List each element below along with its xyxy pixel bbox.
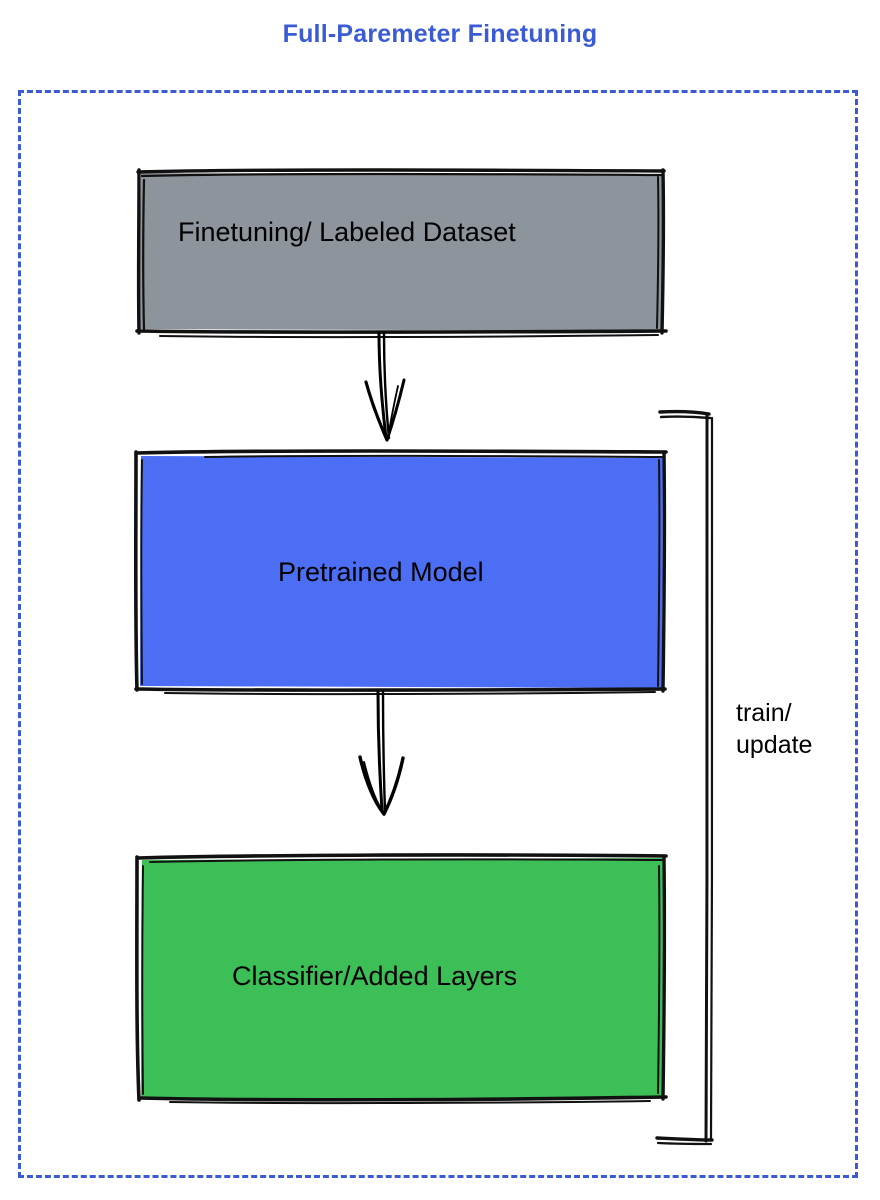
edge-feedback-label: train/ update [736,699,813,759]
edge-feedback-bracket [655,409,714,1146]
dashed-container-frame [18,90,858,1178]
node-dataset-shape[interactable] [135,168,668,339]
node-classifier-label: Classifier/Added Layers [232,961,518,991]
node-classifier-shape[interactable] [135,853,668,1105]
page-title: Full-Paremeter Finetuning [282,20,598,48]
edge-dataset-to-model-arrow [364,331,406,442]
node-dataset-label: Finetuning/ Labeled Dataset [178,217,516,247]
node-pretrained-model-label: Pretrained Model [278,557,484,587]
node-pretrained-model-shape[interactable] [133,449,668,696]
edge-model-to-classifier-arrow [358,690,405,816]
